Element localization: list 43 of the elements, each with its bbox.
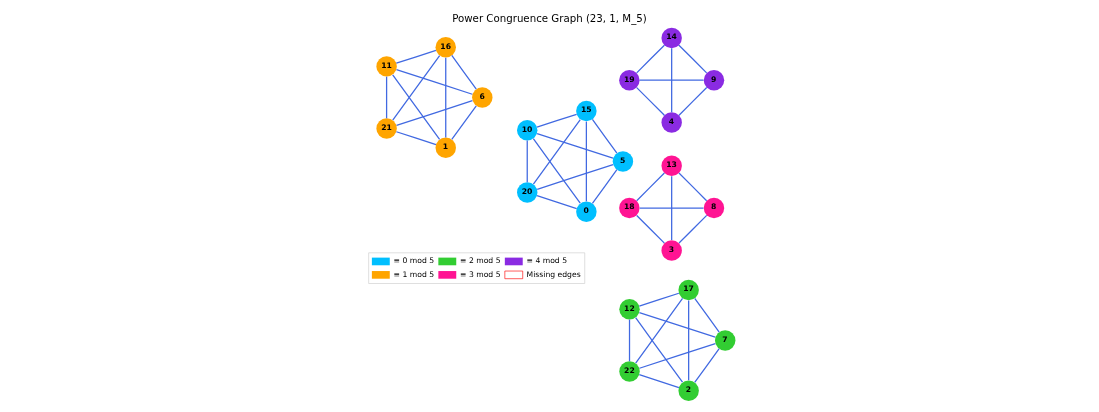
connector <box>678 214 708 244</box>
connector <box>671 47 673 113</box>
connector <box>636 86 665 116</box>
connector <box>678 172 708 202</box>
connector <box>392 54 441 121</box>
connector <box>392 74 441 140</box>
connector <box>678 44 708 74</box>
connector <box>591 118 618 154</box>
connector <box>532 138 581 204</box>
connector <box>395 49 437 64</box>
connector <box>526 139 528 183</box>
connector <box>536 113 578 128</box>
connector <box>536 132 614 159</box>
connector <box>639 207 705 209</box>
connector <box>639 79 705 81</box>
connector <box>385 76 388 119</box>
connector <box>536 164 614 190</box>
connector <box>532 118 581 185</box>
connector <box>638 311 716 338</box>
connector <box>451 105 477 141</box>
connector <box>636 214 665 244</box>
connector <box>395 100 474 126</box>
connector <box>445 57 447 139</box>
diagram-title: Power Congruence Graph (23, 1, M_5) <box>452 12 647 24</box>
connector <box>635 297 684 364</box>
connector <box>688 299 690 381</box>
connector <box>591 169 618 205</box>
connector <box>694 297 720 333</box>
connector <box>636 44 665 74</box>
connector <box>694 348 720 384</box>
connector <box>585 120 587 202</box>
connector <box>395 68 473 95</box>
connector <box>638 374 680 389</box>
connector <box>638 342 716 369</box>
connector <box>536 195 578 210</box>
connector <box>628 318 631 362</box>
connector <box>636 172 665 202</box>
connector <box>451 54 477 90</box>
connector <box>395 131 437 146</box>
connector <box>678 86 708 116</box>
connector <box>635 317 684 383</box>
connector <box>671 175 673 241</box>
connector <box>638 292 680 307</box>
